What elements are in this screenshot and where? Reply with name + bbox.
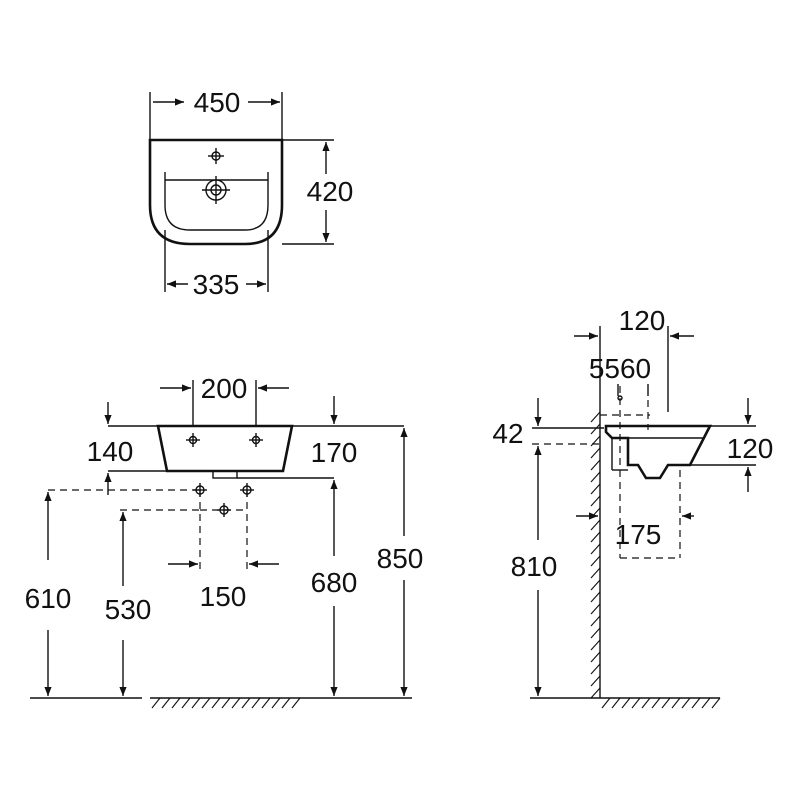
basin-profile: [604, 424, 713, 480]
dim-175-label: 175: [615, 519, 662, 550]
dim-150-label: 150: [200, 581, 247, 612]
dim-335-label: 335: [193, 269, 240, 300]
dim-850-label: 850: [377, 543, 424, 574]
dim-450-label: 450: [194, 87, 241, 118]
waste-point-icon: [217, 503, 231, 517]
basin-outline-front: [156, 424, 294, 473]
supply-right-icon: [240, 483, 254, 497]
tap-hole-icon: [208, 148, 224, 164]
dim-530-label: 530: [105, 594, 152, 625]
top-view: 450 420 335: [148, 87, 354, 300]
side-floor-hatch: [601, 697, 721, 709]
dim-420-label: 420: [307, 176, 354, 207]
floor-hatch: [150, 697, 301, 709]
basin-bowl-top: [164, 172, 269, 231]
dim-680-label: 680: [311, 567, 358, 598]
basin-outline-top: [148, 138, 284, 246]
dim-140-label: 140: [87, 436, 134, 467]
dim-42-label: 42: [492, 418, 523, 449]
dim-610-label: 610: [25, 583, 72, 614]
wall-hatch: [590, 411, 601, 699]
waste-outlet-icon: [202, 176, 230, 204]
front-view: 200 140 170 610 530 150 680 850: [25, 373, 424, 709]
dim-120-top-label: 120: [619, 305, 666, 336]
dim-810-label: 810: [511, 551, 558, 582]
dim-170-label: 170: [311, 437, 358, 468]
supply-left-icon: [193, 483, 207, 497]
side-view: 120 5560 42 120 175 810: [492, 305, 774, 709]
dim-120-right-label: 120: [727, 433, 774, 464]
tap-hole-left-icon: [186, 433, 200, 447]
dim-5560-label: 5560: [589, 353, 651, 384]
dim-200-label: 200: [201, 373, 248, 404]
tap-hole-right-icon: [249, 433, 263, 447]
